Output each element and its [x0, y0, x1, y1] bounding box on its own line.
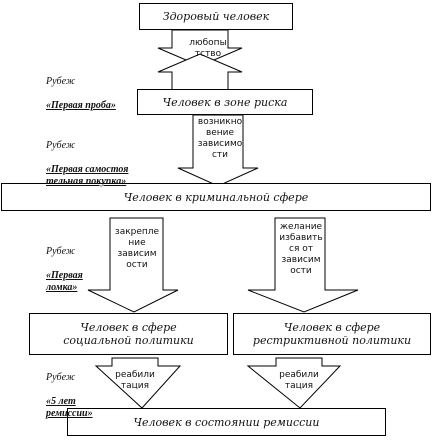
stage-remission-5y-name: «5 лет ремиссии» — [46, 396, 93, 419]
label-dependence-fixation: закрепле ние зависим ости — [114, 227, 160, 270]
stage-first-withdrawal: Рубеж «Первая ломка» — [46, 234, 116, 306]
box-criminal: Человек в криминальной сфере — [1, 183, 431, 211]
stage-first-try: Рубеж «Первая проба» — [46, 64, 166, 124]
box-social-policy: Человек в сфере социальной политики — [29, 313, 228, 355]
dependence-fixation-arrow — [87, 217, 179, 313]
stage-remission-5y-title: Рубеж — [46, 372, 76, 383]
label-rehab-left: реабили тация — [115, 370, 155, 391]
box-healthy: Здоровый человек — [139, 3, 293, 30]
stage-first-withdrawal-title: Рубеж — [46, 246, 76, 257]
stage-first-purchase-name: «Первая самостоя тельная покупка» — [46, 164, 129, 187]
curiosity-arrow — [157, 29, 243, 67]
box-remission: Человек в состоянии ремиссии — [67, 408, 386, 436]
stage-first-withdrawal-name: «Первая ломка» — [46, 270, 83, 293]
label-rehab-right: реабили тация — [279, 370, 319, 391]
label-curiosity: любопы тство — [189, 38, 227, 59]
rehab-left-arrow — [94, 357, 182, 409]
label-dependence-onset: возникно вение зависимо сти — [197, 117, 243, 160]
label-quit-desire: желание избавить ся от зависим ости — [279, 222, 323, 276]
stage-first-try-title: Рубеж — [46, 76, 76, 87]
quit-desire-arrow — [247, 217, 359, 313]
dependence-onset-arrow — [177, 114, 259, 187]
stage-first-purchase-title: Рубеж — [46, 140, 76, 151]
stage-first-try-name: «Первая проба» — [46, 100, 116, 111]
rehab-right-arrow — [246, 357, 342, 409]
box-risk-zone: Человек в зоне риска — [137, 89, 313, 115]
curiosity-arrow-up — [157, 53, 243, 91]
stage-remission-5y: Рубеж «5 лет ремиссии» — [46, 360, 116, 432]
box-restrictive-policy: Человек в сфере рестриктивной политики — [233, 313, 431, 355]
stage-first-purchase: Рубеж «Первая самостоя тельная покупка» — [46, 128, 176, 200]
